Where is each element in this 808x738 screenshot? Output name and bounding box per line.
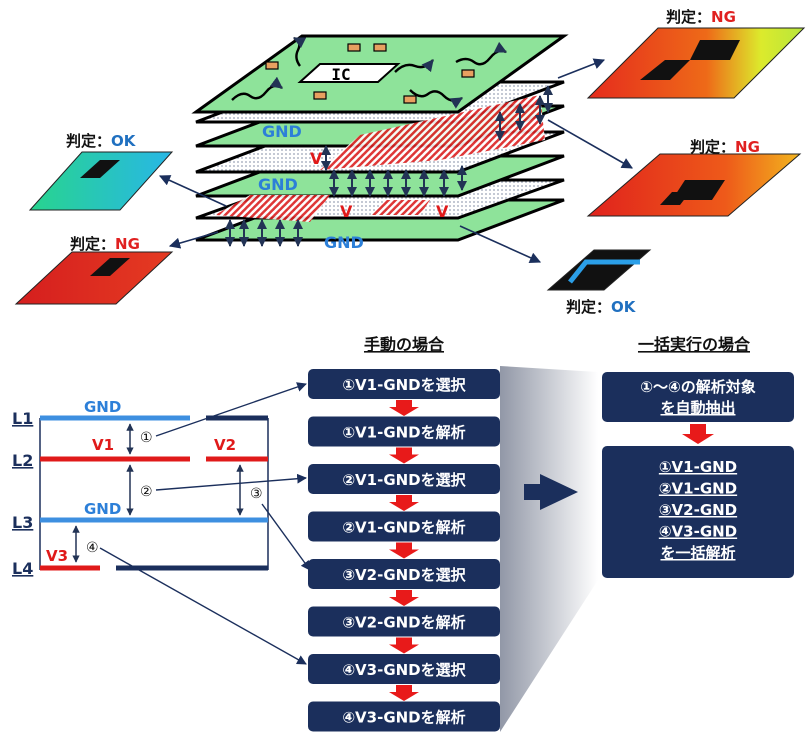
thumbnail-arrows: [158, 58, 633, 263]
manual-step-label: ④V3-GNDを選択: [342, 661, 466, 679]
batch-line: ④V3-GND: [659, 523, 737, 541]
batch-line: ②V1-GND: [659, 480, 737, 498]
manual-step-label: ②V1-GNDを選択: [342, 471, 466, 489]
manual-step-label: ③V2-GNDを選択: [342, 566, 466, 584]
manual-step-label: ④V3-GNDを解析: [342, 709, 465, 727]
manual-step-box[interactable]: [308, 369, 500, 399]
batch-lines: ①V1-GND ②V1-GND ③V2-GND ④V3-GND を一括解析: [659, 458, 737, 562]
manual-step-box[interactable]: [308, 559, 500, 589]
judgement-top-right: 判定：NG: [666, 8, 736, 26]
layer-diagram: L1 L2 L3 L4 GND V1 V2 GND V3 ① ② ③: [12, 398, 269, 578]
l1-gnd-label: GND: [84, 398, 121, 416]
v-label-right: V: [436, 202, 449, 221]
manual-step-box[interactable]: [308, 701, 500, 732]
manual-step-label: ②V1-GNDを解析: [342, 519, 465, 537]
manual-step-arrow: [389, 542, 419, 559]
thumb-left-upper: [28, 151, 174, 211]
manual-step-box[interactable]: [308, 654, 500, 684]
manual-steps: ①V1-GNDを選択 ①V1-GNDを解析 ②V1-GNDを選択 ②V1-GNDを解析…: [308, 369, 500, 732]
v-label-center: V: [340, 202, 353, 221]
gnd-label-lower: GND: [324, 233, 364, 252]
layer-label-l1: L1: [12, 409, 33, 428]
marker-2: ②: [140, 484, 153, 500]
batch-down-arrow: [682, 424, 714, 444]
manual-heading: 手動の場合: [364, 335, 445, 354]
funnel-shading: [500, 366, 598, 732]
big-right-arrow: [524, 474, 578, 510]
manual-step-box[interactable]: [308, 606, 500, 637]
thumb-top-right: [586, 27, 806, 99]
thumb-top-right-void: [690, 40, 740, 60]
batch-line: を一括解析: [660, 544, 735, 562]
thumb-bottom-right: [546, 249, 652, 291]
manual-step-box[interactable]: [308, 416, 500, 447]
marker-4: ④: [86, 540, 99, 556]
batch-line: ①V1-GND: [659, 458, 737, 476]
thumb-left-lower: [14, 251, 174, 305]
manual-step-arrow: [389, 637, 419, 654]
pcb-layer-stack: IC GND GND GND V V V: [191, 34, 569, 252]
result-thumbnails: [14, 27, 806, 305]
manual-step-arrow: [389, 590, 419, 606]
manual-step-arrow: [389, 447, 419, 464]
power-region-right: [320, 95, 545, 170]
l2-v1-label: V1: [92, 436, 114, 454]
v-label-left: V: [310, 149, 323, 168]
manual-step-label: ①V1-GNDを選択: [342, 376, 466, 394]
layer-label-l2: L2: [12, 451, 33, 470]
batch-line: ③V2-GND: [659, 501, 737, 519]
batch-extract-line2: を自動抽出: [660, 399, 735, 417]
l2-v2-label: V2: [214, 436, 236, 454]
thumb-left-upper-void: [80, 160, 120, 178]
manual-step-box[interactable]: [308, 464, 500, 494]
layer-label-l4: L4: [12, 559, 33, 578]
judgement-left-upper: 判定：OK: [66, 132, 137, 150]
batch-extract-line1: ①～④の解析対象: [640, 378, 755, 396]
smd-components: [265, 43, 475, 104]
judgement-mid-right: 判定：NG: [690, 138, 760, 156]
gnd-label-upper: GND: [262, 122, 302, 141]
ic-label: IC: [331, 65, 350, 84]
ic-chip: [297, 63, 401, 83]
l4-v3-label: V3: [46, 547, 68, 565]
power-region-left: [215, 195, 330, 222]
thumb-mid-right-void-2: [660, 192, 690, 205]
l3-gnd-label: GND: [84, 500, 121, 518]
layer-label-l3: L3: [12, 513, 33, 532]
batch-heading: 一括実行の場合: [638, 335, 751, 354]
judgement-bottom-right: 判定：OK: [566, 298, 637, 316]
manual-step-arrow: [389, 400, 419, 416]
thumb-bottom-right-trace: [568, 259, 640, 284]
manual-step-box[interactable]: [308, 511, 500, 542]
manual-step-arrow: [389, 685, 419, 701]
manual-step-label: ③V2-GNDを解析: [342, 614, 465, 632]
power-region-center: [372, 200, 430, 215]
marker-3: ③: [250, 486, 263, 502]
batch-analysis-box[interactable]: ①V1-GND ②V1-GND ③V2-GND ④V3-GND を一括解析: [602, 446, 794, 578]
judgement-left-lower: 判定：NG: [70, 235, 140, 253]
manual-step-label: ①V1-GNDを解析: [342, 424, 465, 442]
current-arrows: [225, 85, 553, 247]
gnd-label-middle: GND: [258, 175, 298, 194]
marker-connectors: [99, 382, 311, 665]
manual-step-arrow: [389, 495, 419, 511]
heat-wave-arrows: [231, 36, 508, 109]
thumb-top-right-void-2: [640, 60, 690, 80]
gap-arrows: [72, 423, 244, 563]
marker-1: ①: [140, 430, 153, 446]
thumb-left-lower-void: [90, 258, 130, 276]
batch-extract-box[interactable]: ①～④の解析対象 を自動抽出: [602, 372, 794, 422]
